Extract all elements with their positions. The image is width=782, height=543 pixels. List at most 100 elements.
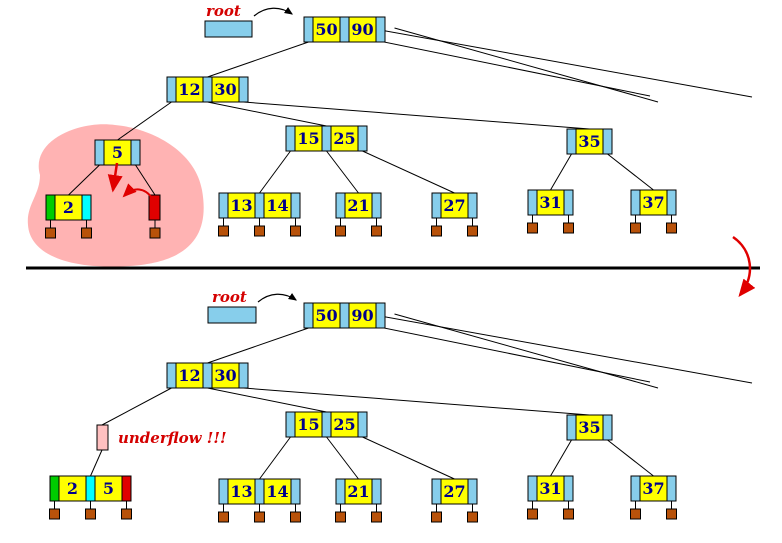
- after-leaf-37-key-cell: [639, 475, 668, 502]
- after-node-35-pointer: [602, 414, 613, 441]
- tree-edge: [259, 150, 291, 194]
- tree-edge: [117, 101, 172, 141]
- leaf-record-pointer: [45, 227, 56, 239]
- after-leaf-13-14-pointer: [254, 478, 265, 505]
- after-leaf-2-5-key: 2: [67, 479, 78, 498]
- before-level1-node-key: 12: [178, 80, 200, 99]
- underflow-node: [96, 424, 109, 451]
- leaf-record-pointer: [254, 511, 265, 523]
- root-label-after: root: [212, 288, 247, 306]
- before-leaf-2-pointer: [81, 194, 92, 221]
- after-leaf-31-key-cell: [536, 475, 565, 502]
- before-leaf-37-pointer: [630, 189, 641, 216]
- after-leaf-27: 27: [431, 478, 478, 505]
- after-leaf-21-key: 21: [347, 482, 369, 501]
- leaf-record-pointer: [81, 227, 92, 239]
- after-leaf-13-14-pointer: [218, 478, 229, 505]
- before-level1-node-pointer: [166, 76, 177, 103]
- after-level1-node-key: 12: [178, 366, 200, 385]
- before-leaf-31-key-cell: [536, 189, 565, 216]
- after-level1-node-pointer: [166, 362, 177, 389]
- after-leaf-31-pointer: [527, 475, 538, 502]
- after-root-node-key-cell: [312, 302, 341, 329]
- leaf-record-pointer: [467, 511, 478, 523]
- leaf-record-pointer: [85, 508, 96, 520]
- leaf-record-pointer: [527, 508, 538, 520]
- red-arrow-curve: [122, 183, 153, 199]
- after-leaf-13-14-key-cell: [263, 478, 292, 505]
- before-node-35-pointer: [602, 128, 613, 155]
- after-root-node-key: 50: [315, 306, 337, 325]
- tree-edge: [394, 27, 659, 103]
- leaf-record-pointer: [630, 508, 641, 520]
- after-leaf-31-key: 31: [539, 479, 561, 498]
- leaf-record-pointer: [563, 508, 574, 520]
- before-leaf-27-pointer: [431, 192, 442, 219]
- root-pointer-after: [207, 306, 257, 324]
- after-leaf-27-pointer: [431, 478, 442, 505]
- after-leaf-21-pointer: [371, 478, 382, 505]
- after-leaf-21-key-cell: [344, 478, 373, 505]
- after-node-15-25-pointer: [357, 411, 368, 438]
- after-leaf-2-5-key-cell: [58, 475, 87, 502]
- before-root-node-key-cell: [348, 16, 377, 43]
- after-root-node-pointer: [339, 302, 350, 329]
- before-leaf-13-14-pointer: [254, 192, 265, 219]
- before-node-35-pointer: [566, 128, 577, 155]
- leaf-record-pointer: [371, 511, 382, 523]
- after-leaf-21: 21: [335, 478, 382, 505]
- root-arrow-before: [253, 7, 293, 17]
- tree-edge: [243, 387, 590, 416]
- before-node-15-25-pointer: [285, 125, 296, 152]
- after-node-15-25-key: 15: [297, 415, 319, 434]
- before-leaf-13-14-key-cell: [263, 192, 292, 219]
- before-node-5-pointer: [130, 139, 141, 166]
- tree-edge: [68, 164, 100, 196]
- after-node-35-pointer: [566, 414, 577, 441]
- tree-edge: [207, 387, 327, 413]
- leaf-record-pointer: [149, 227, 161, 239]
- leaf-record-pointer: [218, 225, 229, 237]
- after-root-node-pointer: [375, 302, 386, 329]
- before-root-node-pointer: [303, 16, 314, 43]
- after-node-15-25-key: 25: [333, 415, 355, 434]
- red-arrow-down: [107, 162, 123, 193]
- tree-edge: [362, 150, 455, 194]
- tree-edge: [207, 41, 309, 78]
- tree-edge: [380, 29, 753, 98]
- after-level1-node-pointer: [238, 362, 249, 389]
- before-level1-node-key: 30: [214, 80, 236, 99]
- after-leaf-37-key: 37: [642, 479, 664, 498]
- tree-edge: [550, 153, 572, 191]
- after-leaf-27-key-cell: [440, 478, 469, 505]
- before-leaf-31-key: 31: [539, 193, 561, 212]
- tree-edge: [90, 449, 103, 477]
- after-leaf-2-5-pointer: [121, 475, 132, 502]
- after-node-35-key-cell: [575, 414, 604, 441]
- before-level1-node-pointer: [238, 76, 249, 103]
- after-leaf-2-5-key: 5: [103, 479, 114, 498]
- after-leaf-37-pointer: [666, 475, 677, 502]
- before-leaf-37-key: 37: [642, 193, 664, 212]
- leaf-record-pointer: [290, 511, 301, 523]
- before-node-35: 35: [566, 128, 613, 155]
- before-leaf-13-14-pointer: [290, 192, 301, 219]
- tree-edge: [362, 436, 455, 480]
- before-leaf-2-key-cell: [54, 194, 83, 221]
- after-node-35-key: 35: [578, 418, 600, 437]
- before-root-node-key: 90: [351, 20, 373, 39]
- before-leaf-2-pointer: [45, 194, 56, 221]
- after-level1-node-pointer: [202, 362, 213, 389]
- after-leaf-31-pointer: [563, 475, 574, 502]
- before-leaf-31: 31: [527, 189, 574, 216]
- underflow-label: underflow !!!: [118, 429, 227, 447]
- tree-edge: [207, 327, 309, 364]
- after-level1-node-key-cell: [175, 362, 204, 389]
- leaf-record-pointer: [666, 508, 677, 520]
- tree-edge: [607, 153, 654, 191]
